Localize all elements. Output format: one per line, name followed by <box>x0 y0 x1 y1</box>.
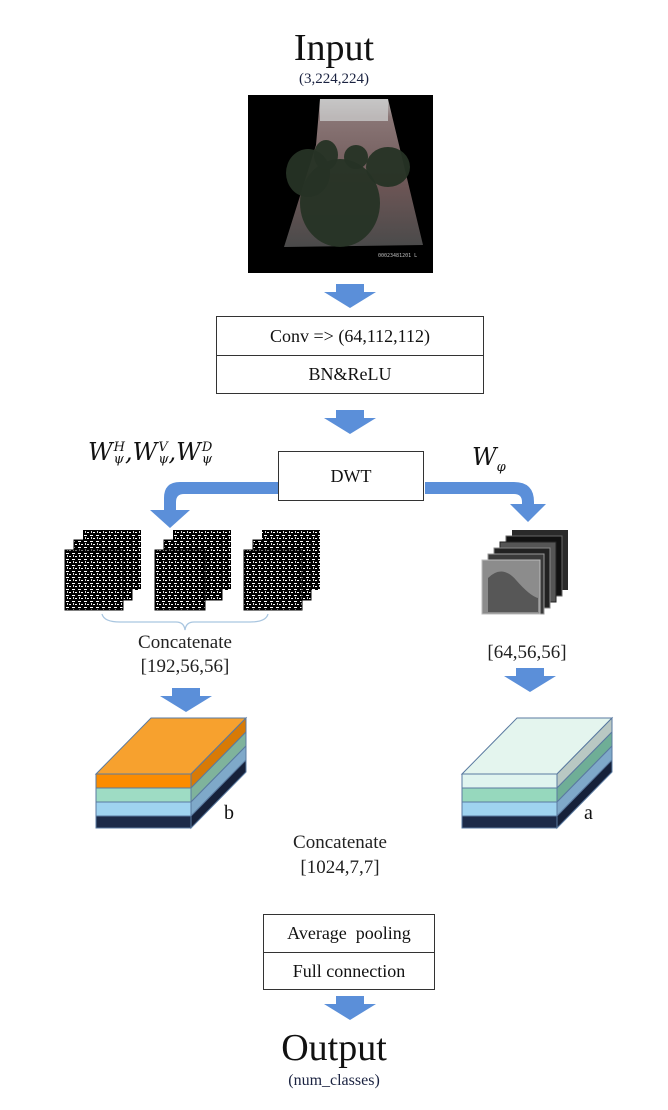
head-block: Average pooling Full connection <box>263 914 435 990</box>
detail-coefficient-stacks <box>64 530 320 611</box>
approx-coefficient-stack <box>481 530 568 615</box>
block-b-layer-blue <box>95 801 192 817</box>
input-ultrasound-image: 00023481201 L <box>248 95 433 273</box>
down-arrow-1 <box>324 284 376 308</box>
down-arrow-right <box>504 668 556 692</box>
feature-block-a <box>460 716 614 830</box>
w-symbol-phi: W <box>472 443 497 471</box>
block-b-layer-navy <box>95 815 192 829</box>
down-arrow-2 <box>324 410 376 434</box>
sup-d: D <box>201 439 213 455</box>
input-shape: (3,224,224) <box>299 71 369 87</box>
down-arrow-left <box>160 688 212 712</box>
conv-block: Conv => (64,112,112) BN&ReLU <box>216 316 484 394</box>
conv-row: Conv => (64,112,112) <box>217 317 483 356</box>
stack-vertical <box>154 530 231 611</box>
down-arrow-output <box>324 996 376 1020</box>
output-shape: (num_classes) <box>288 1072 380 1089</box>
sub-psi-1: ψ <box>113 451 124 467</box>
average-pooling-row: Average pooling <box>264 915 434 953</box>
bn-relu-row: BN&ReLU <box>308 364 392 384</box>
wavelet-approx-label: Wφ <box>472 443 506 475</box>
block-b-layer-orange <box>95 773 192 789</box>
sub-psi-3: ψ <box>201 451 213 467</box>
sub-psi-2: ψ <box>158 451 169 467</box>
input-title: Input <box>293 27 375 69</box>
block-a-layer-light <box>461 773 558 789</box>
stack-diagonal <box>243 530 320 611</box>
sup-v: V <box>158 439 168 455</box>
svg-text:00023481201 L: 00023481201 L <box>378 253 417 259</box>
full-connection-row: Full connection <box>292 960 406 981</box>
block-b-layer-green <box>95 787 192 803</box>
feature-block-b <box>94 716 248 830</box>
block-a-layer-green <box>461 787 558 803</box>
merge-concat-label: Concatenate <box>293 832 387 853</box>
output-title: Output <box>281 1027 387 1069</box>
right-shape-label: [64,56,56] <box>487 642 567 663</box>
sup-h: H <box>113 439 126 455</box>
right-branch-arrow <box>425 482 546 522</box>
merge-shape-label: [1024,7,7] <box>300 857 380 878</box>
ultrasound-graphic: 00023481201 L <box>284 99 423 259</box>
block-b-label: b <box>224 802 234 824</box>
w-symbol-v: W <box>132 438 158 466</box>
concatenate-brace <box>101 613 269 631</box>
stack-horizontal <box>64 530 141 611</box>
dwt-box: DWT <box>278 451 424 501</box>
w-symbol-h: W <box>88 438 113 466</box>
left-branch-arrow <box>150 482 278 528</box>
block-a-label: a <box>584 802 593 824</box>
sub-phi: φ <box>496 459 506 475</box>
left-concat-label: Concatenate <box>138 632 232 653</box>
block-a-layer-blue <box>461 801 558 817</box>
left-shape-label: [192,56,56] <box>140 656 230 677</box>
block-a-layer-navy <box>461 815 558 829</box>
w-symbol-d: W <box>176 438 201 466</box>
